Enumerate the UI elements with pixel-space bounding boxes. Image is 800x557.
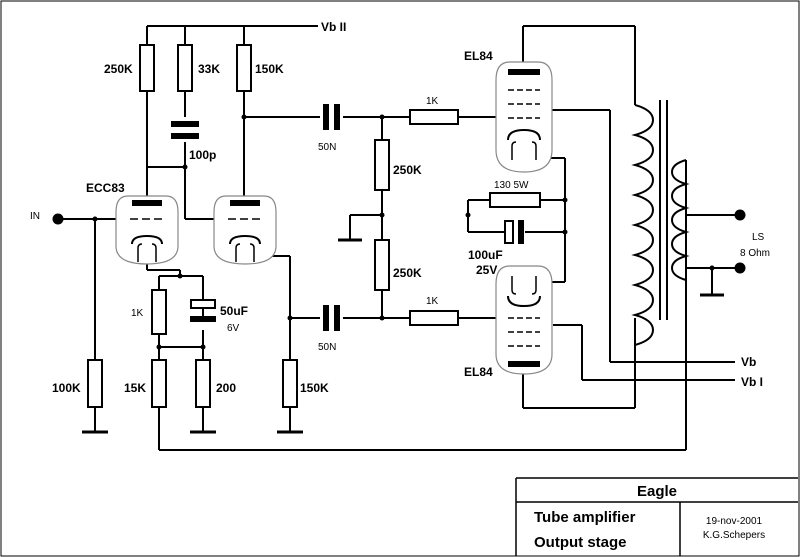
label-r-250k-plate: 250K xyxy=(104,62,133,76)
resistor-250k-plate xyxy=(139,44,155,92)
label-r-1k-bottom: 1K xyxy=(426,296,439,307)
resistor-100k xyxy=(87,359,103,408)
label-r-100k: 100K xyxy=(52,381,81,395)
tube-ecc83-a xyxy=(115,195,179,265)
label-vb-i: Vb I xyxy=(741,375,763,389)
label-r-150k-plate: 150K xyxy=(255,62,284,76)
label-c-100p: 100p xyxy=(189,148,216,162)
capacitor-100uf xyxy=(504,220,524,244)
capacitor-100p xyxy=(171,121,199,139)
title-block-line2: Output stage xyxy=(534,534,627,551)
label-input: IN xyxy=(30,211,40,222)
label-r-250k-grid-top: 250K xyxy=(393,163,422,177)
tube-ecc83-b xyxy=(213,195,277,265)
speaker-terminal-bottom xyxy=(734,262,746,274)
capacitors xyxy=(171,104,524,331)
resistor-15k xyxy=(151,359,167,408)
label-r-1k-cathode: 1K xyxy=(131,308,144,319)
ground-symbols xyxy=(82,238,724,434)
label-c-50uf-v: 6V xyxy=(227,323,240,334)
capacitor-50n-top xyxy=(323,104,340,130)
resistor-150k-plate xyxy=(236,44,252,92)
resistor-200 xyxy=(195,359,211,408)
junctions xyxy=(52,114,746,350)
speaker-terminal-top xyxy=(734,209,746,221)
tube-el84-top xyxy=(495,61,553,173)
label-r-130-5w: 130 5W xyxy=(494,180,529,191)
capacitor-50n-bottom xyxy=(323,305,340,331)
input-terminal xyxy=(52,213,64,225)
label-el84-top: EL84 xyxy=(464,49,493,63)
resistor-250k-grid-bottom xyxy=(374,239,390,291)
resistor-1k-top xyxy=(409,109,459,125)
resistor-250k-grid-top xyxy=(374,139,390,191)
resistor-1k-cathode xyxy=(151,289,167,335)
label-el84-bottom: EL84 xyxy=(464,365,493,379)
label-ecc83: ECC83 xyxy=(86,181,125,195)
label-r-1k-top: 1K xyxy=(426,96,439,107)
label-ls-ohm: 8 Ohm xyxy=(740,248,770,259)
label-r-200: 200 xyxy=(216,381,236,395)
label-c-50n-top: 50N xyxy=(318,142,336,153)
label-r-33k: 33K xyxy=(198,62,220,76)
label-r-15k: 15K xyxy=(124,381,146,395)
label-c-50n-bottom: 50N xyxy=(318,342,336,353)
resistors xyxy=(87,44,541,408)
tube-el84-bottom xyxy=(495,265,553,375)
label-r-150k-cathode: 150K xyxy=(300,381,329,395)
label-c-100uf-v: 25V xyxy=(476,263,497,277)
label-vb: Vb xyxy=(741,355,756,369)
resistor-130-5w xyxy=(489,192,541,208)
title-block-title: Eagle xyxy=(637,483,677,500)
resistor-1k-bottom xyxy=(409,310,459,326)
title-block-author: K.G.Schepers xyxy=(703,530,765,541)
label-c-50uf: 50uF xyxy=(220,304,248,318)
title-block: Eagle Tube amplifier Output stage 19-nov… xyxy=(515,477,798,556)
label-r-250k-grid-bottom: 250K xyxy=(393,266,422,280)
capacitor-50uf xyxy=(190,299,216,322)
resistor-33k xyxy=(177,44,193,92)
label-c-100uf: 100uF xyxy=(468,248,503,262)
label-vb-ii: Vb II xyxy=(321,20,346,34)
output-transformer xyxy=(631,100,690,346)
label-ls: LS xyxy=(752,232,765,243)
title-block-line1: Tube amplifier xyxy=(534,509,636,526)
labels: Vb II Vb Vb I IN ECC83 EL84 EL84 LS 8 Oh… xyxy=(30,20,770,395)
resistor-150k-cathode xyxy=(282,359,298,408)
title-block-date: 19-nov-2001 xyxy=(706,516,763,527)
